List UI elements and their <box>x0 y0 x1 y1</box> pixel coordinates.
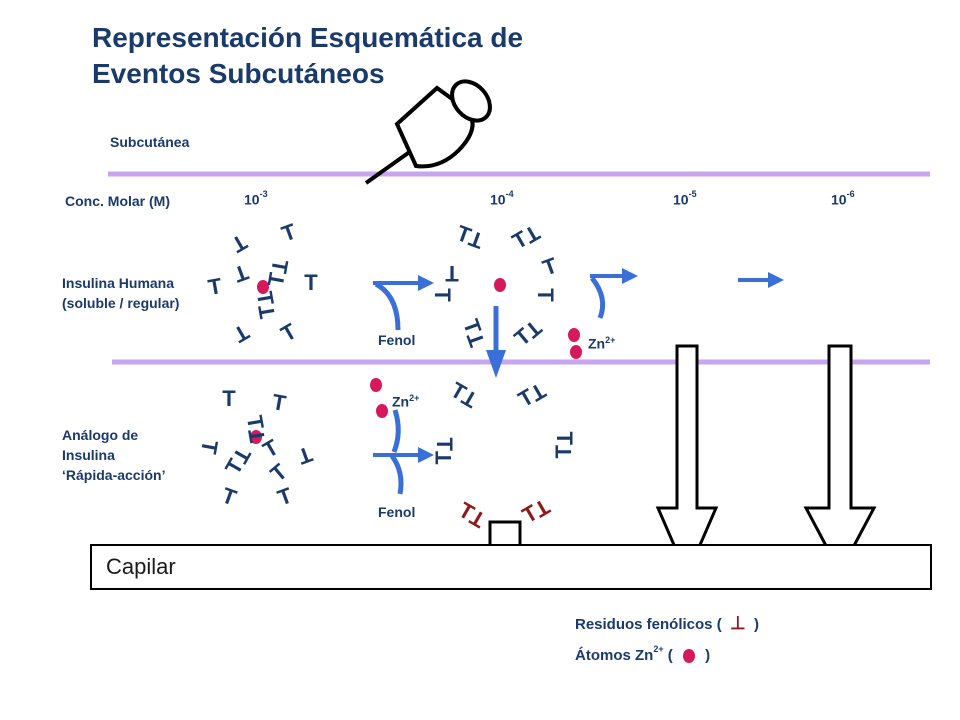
analog-monomer: T <box>222 386 236 411</box>
conc-1e-3: 10-3 <box>244 189 268 208</box>
analog-dimer: TT <box>551 431 577 459</box>
arrow-right-1 <box>373 275 434 291</box>
conc-molar-label: Conc. Molar (M) <box>65 193 170 209</box>
page-title: Representación Esquemática de Eventos Su… <box>92 20 652 92</box>
analog-monomer: T <box>196 438 223 456</box>
zn-label-bottom: Zn2+ <box>392 393 420 410</box>
zn-label-top: Zn2+ <box>588 335 616 352</box>
conc-1e-6: 10-6 <box>831 189 855 208</box>
capillary-arrow-large-1 <box>655 344 719 579</box>
curve-fenol-bottom <box>389 454 404 495</box>
zinc-atom <box>568 328 580 342</box>
analog-dimer: TT <box>431 437 457 465</box>
analog-monomer: T <box>270 389 288 416</box>
arrow-right-2 <box>590 268 638 284</box>
syringe-icon <box>364 79 492 185</box>
zinc-atom <box>570 345 582 359</box>
arrow-right-bottom <box>373 447 434 463</box>
conc-1e-4: 10-4 <box>490 189 514 208</box>
phenol-residue-icon: ⊥ <box>730 613 746 633</box>
capillary-label: Capilar <box>106 554 176 579</box>
fenol-label-bottom: Fenol <box>378 504 416 520</box>
capillary-arrow-large-2 <box>803 344 877 576</box>
zinc-hexamer-core <box>250 430 262 444</box>
legend-residuos: Residuos fenólicos ( ⊥ ) <box>575 610 759 638</box>
zinc-atom-icon <box>682 649 695 664</box>
insulin-monomer: T <box>206 273 224 300</box>
legend-atomos: Átomos Zn2+ ( ) <box>575 644 711 664</box>
capillary <box>90 544 932 590</box>
insulin-monomer: T <box>533 288 558 302</box>
insulin-monomer: T <box>304 270 318 295</box>
zinc-atom <box>376 404 388 418</box>
zinc-atom <box>370 378 382 392</box>
insulin-dimer: TT <box>262 257 294 289</box>
title-line-1: Representación Esquemática de <box>92 22 524 53</box>
curve-zn-bottom <box>391 409 401 453</box>
insulin-monomer: T <box>445 261 459 286</box>
arrow-down <box>486 306 506 378</box>
insulin-monomer: T <box>430 288 455 302</box>
zinc-hexamer-core <box>257 280 269 294</box>
curve-zn-top <box>590 276 606 319</box>
analogo-label: Análogo de Insulina ‘Rápida-acción’ <box>62 427 166 483</box>
zinc-atom <box>494 278 506 292</box>
subcutanea-label: Subcutánea <box>110 134 190 150</box>
conc-1e-5: 10-5 <box>673 189 697 208</box>
arrow-right-3 <box>738 272 784 288</box>
legend: Residuos fenólicos ( ⊥ ) Átomos Zn2+ ( ) <box>575 610 759 669</box>
insulin-dimer: TT <box>251 289 281 321</box>
fenol-label-top: Fenol <box>378 332 416 348</box>
curve-fenol-top <box>374 281 401 331</box>
title-line-2: Eventos Subcutáneos <box>92 58 385 89</box>
insulina-humana-label: Insulina Humana (soluble / regular) <box>62 275 180 311</box>
